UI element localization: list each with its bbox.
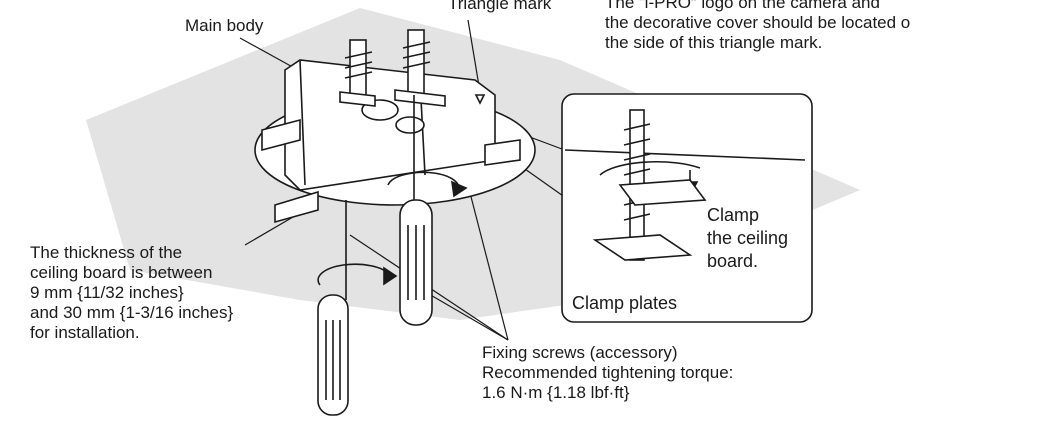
thickness-note-line: The thickness of the xyxy=(30,243,183,262)
fixing-note-line: 1.6 N·m {1.18 lbf·ft} xyxy=(482,383,630,402)
clamp-note-line: board. xyxy=(707,251,759,271)
logo-note: The “i-PRO” logo on the camera and the d… xyxy=(605,0,910,53)
main-body-label: Main body xyxy=(185,16,264,35)
clamp-note-line: Clamp xyxy=(707,205,760,225)
logo-note-line: the decorative cover should be located o xyxy=(605,13,911,32)
logo-note-line: the side of this triangle mark. xyxy=(605,33,823,52)
thickness-note: The thickness of the ceiling board is be… xyxy=(30,243,233,343)
thickness-note-line: for installation. xyxy=(30,323,140,342)
fixing-note-line: Recommended tightening torque: xyxy=(482,363,734,382)
clamp-note-line: the ceiling xyxy=(707,228,789,248)
fixing-note-line: Fixing screws (accessory) xyxy=(482,343,678,362)
logo-note-line: The “i-PRO” logo on the camera and xyxy=(605,0,880,12)
clamp-note: Clamp the ceiling board. xyxy=(707,204,788,273)
thickness-note-line: ceiling board is between xyxy=(30,263,213,282)
clamp-plates-label: Clamp plates xyxy=(572,293,678,313)
clamp-detail-callout xyxy=(561,93,813,323)
fixing-note: Fixing screws (accessory) Recommended ti… xyxy=(482,343,733,403)
thickness-note-line: 9 mm {11/32 inches} xyxy=(30,283,184,302)
thickness-note-line: and 30 mm {1-3/16 inches} xyxy=(30,303,234,322)
bracket-screws xyxy=(339,29,446,107)
screwdrivers xyxy=(317,95,468,416)
triangle-mark-label: Triangle mark xyxy=(448,0,552,13)
